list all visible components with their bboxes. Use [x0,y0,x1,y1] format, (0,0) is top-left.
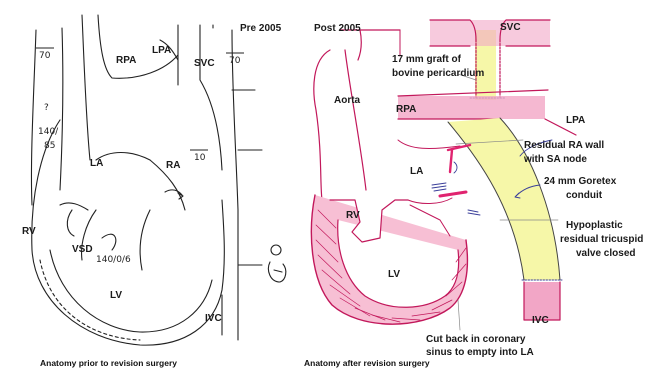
label-rv-post: RV [346,210,360,221]
pre-2005-header: Pre 2005 [240,23,282,34]
annotation-ra-wall-2: with SA node [523,154,587,165]
annotation-ra-wall-1: Residual RA wall [524,140,604,151]
label-aorta-post: Aorta [334,95,361,106]
label-lv-post: LV [388,269,400,280]
label-ivc-pre: IVC [205,313,222,324]
label-lpa-post: LPA [566,115,585,126]
pre-surgery-labels: Pre 2005 RPA LPA SVC LA RA RV VSD LV IVC… [22,23,282,368]
handwritten-note-1: 70 [39,51,51,61]
label-ra-pre: RA [166,160,180,171]
handwritten-note-7: 140/0/6 [96,255,131,265]
handwritten-note-3: ? [44,103,49,113]
annotation-conduit-1: 24 mm Goretex [544,176,617,187]
annotation-conduit-2: conduit [566,190,603,201]
handwritten-note-4: 140/ [38,127,59,137]
pre-surgery-diagram [31,15,285,345]
handwritten-note-6: 10 [194,153,206,163]
label-rpa-post: RPA [396,104,416,115]
annotation-valve-2: residual tricuspid [560,234,643,245]
label-rpa-pre: RPA [116,55,136,66]
label-lpa-pre: LPA [152,45,171,56]
label-vsd-pre: VSD [72,244,93,255]
annotation-sinus-1: Cut back in coronary [426,334,526,345]
label-ivc-post: IVC [532,315,549,326]
label-svc-pre: SVC [194,58,215,69]
handwritten-note-5: 85 [44,141,55,151]
annotation-valve-3: valve closed [576,248,635,259]
caption-pre-surgery: Anatomy prior to revision surgery [40,358,177,368]
annotation-valve-1: Hypoplastic [566,220,623,231]
label-la-pre: LA [90,158,103,169]
label-svc-post: SVC [500,22,521,33]
handwritten-note-2: 70 [229,56,241,66]
label-la-post: LA [410,166,423,177]
post-surgery-diagram [311,20,576,330]
pre-surgery-handwriting: 70 70 ? 140/ 85 10 140/0/6 [36,48,244,265]
annotation-sinus-2: sinus to empty into LA [426,347,534,358]
caption-post-surgery: Anatomy after revision surgery [304,358,430,368]
annotation-graft-1: 17 mm graft of [392,54,462,65]
label-lv-pre: LV [110,290,122,301]
annotation-graft-2: bovine pericardium [392,68,484,79]
label-rv-pre: RV [22,226,36,237]
post-2005-header: Post 2005 [314,23,361,34]
